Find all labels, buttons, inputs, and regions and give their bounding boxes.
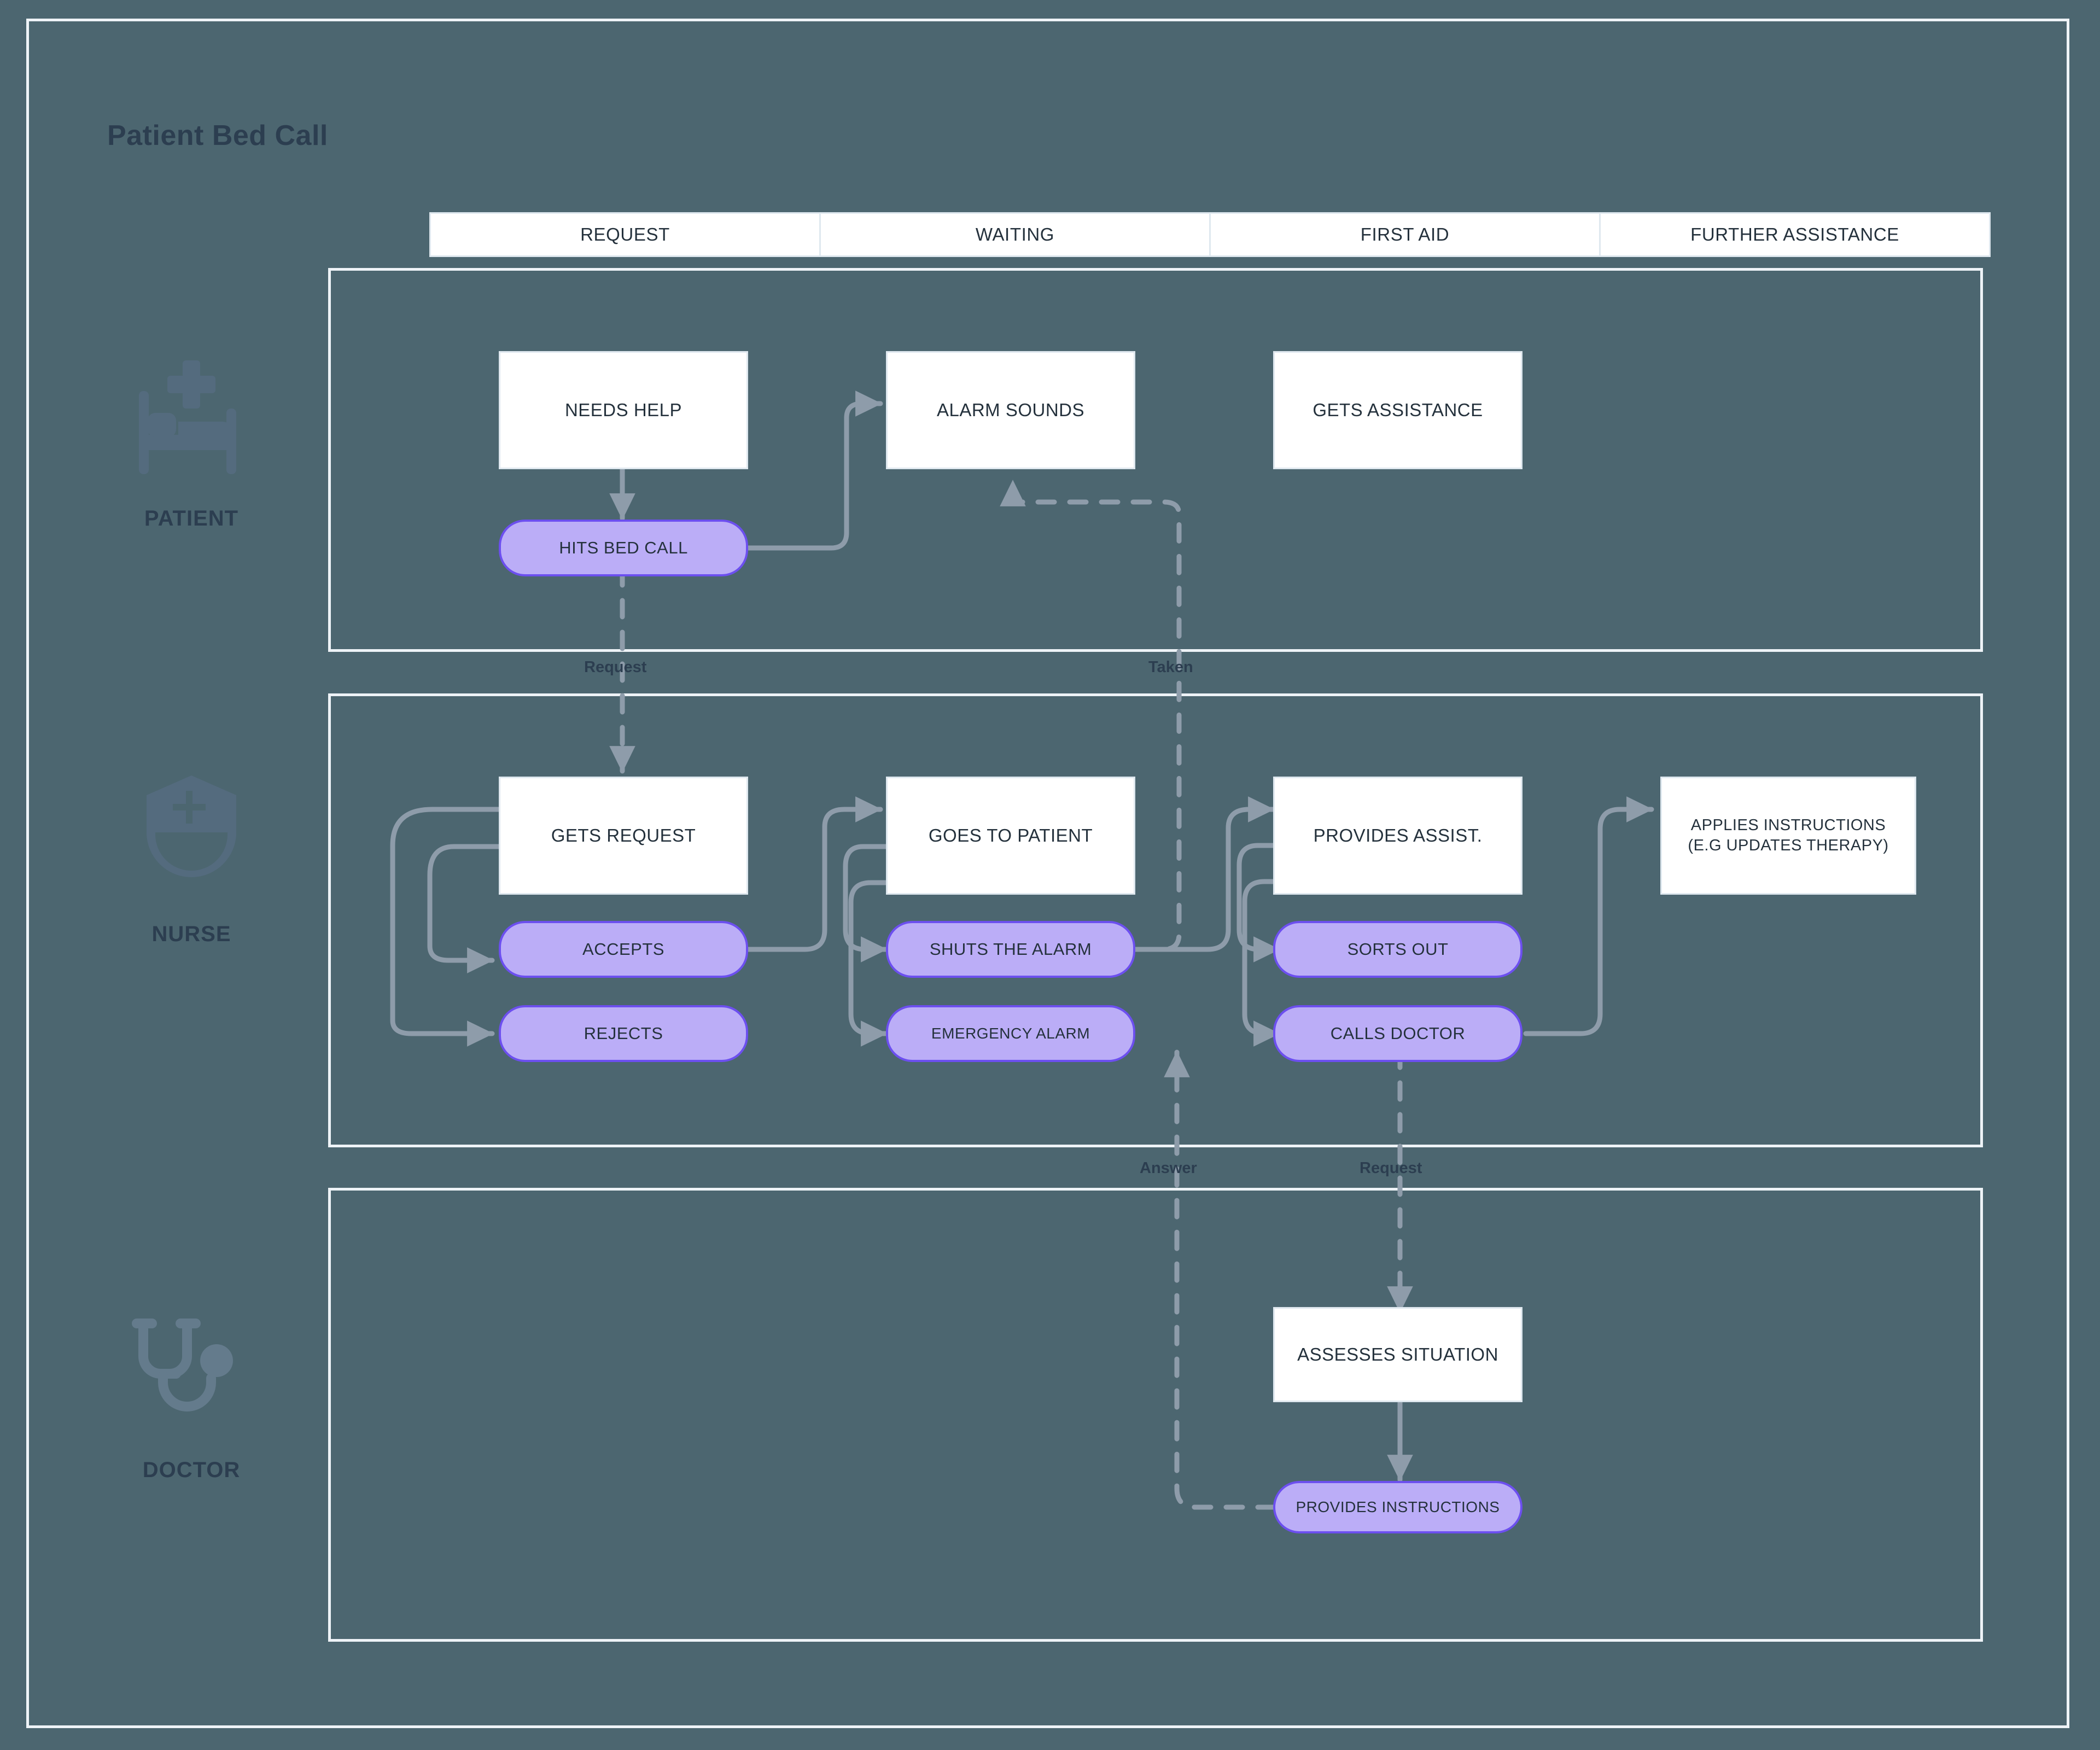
phase-header-request[interactable]: REQUEST <box>431 214 821 255</box>
node-applies-instructions[interactable]: APPLIES INSTRUCTIONS (E.G UPDATES THERAP… <box>1660 777 1916 895</box>
phase-header-further-assistance[interactable]: FURTHER ASSISTANCE <box>1690 224 1899 244</box>
node-alarm-sounds[interactable]: ALARM SOUNDS <box>886 351 1135 469</box>
applies-instructions-line-1: APPLIES INSTRUCTIONS <box>1690 816 1886 834</box>
node-sorts-out[interactable]: SORTS OUT <box>1273 921 1522 978</box>
actor-doctor: DOCTOR <box>77 1302 306 1483</box>
nurse-cap-icon <box>77 766 306 908</box>
actor-label-doctor: DOCTOR <box>142 1458 241 1482</box>
stethoscope-icon <box>77 1302 306 1444</box>
edge-label-taken: Taken <box>1148 658 1193 676</box>
swimlane-nurse <box>328 693 1983 1147</box>
actor-nurse: NURSE <box>77 766 306 947</box>
actor-label-patient: PATIENT <box>144 506 239 530</box>
node-rejects[interactable]: REJECTS <box>499 1005 748 1062</box>
edge-label-answer: Answer <box>1140 1159 1197 1177</box>
hospital-bed-icon <box>77 350 306 492</box>
actor-label-nurse: NURSE <box>151 922 231 946</box>
node-emergency-alarm[interactable]: EMERGENCY ALARM <box>886 1005 1135 1062</box>
swimlane-doctor <box>328 1188 1983 1642</box>
phase-header-first-aid[interactable]: FIRST AID <box>1211 214 1601 255</box>
edge-label-request-nurse-doctor: Request <box>1360 1159 1422 1177</box>
actor-patient: PATIENT <box>77 350 306 531</box>
node-shuts-the-alarm[interactable]: SHUTS THE ALARM <box>886 921 1135 978</box>
edge-label-request-patient-nurse: Request <box>584 658 647 676</box>
node-assesses-situation[interactable]: ASSESSES SITUATION <box>1273 1307 1522 1402</box>
phase-header-waiting[interactable]: WAITING <box>821 214 1211 255</box>
node-gets-assistance[interactable]: GETS ASSISTANCE <box>1273 351 1522 469</box>
node-accepts[interactable]: ACCEPTS <box>499 921 748 978</box>
phase-header-bar: REQUEST WAITING FIRST AID FURTHER ASSIST… <box>429 212 1991 257</box>
page-title: Patient Bed Call <box>107 120 328 151</box>
applies-instructions-line-2: (E.G UPDATES THERAPY) <box>1688 837 1889 854</box>
node-provides-assist[interactable]: PROVIDES ASSIST. <box>1273 777 1522 895</box>
node-provides-instructions[interactable]: PROVIDES INSTRUCTIONS <box>1273 1481 1522 1533</box>
node-hits-bed-call[interactable]: HITS BED CALL <box>499 520 748 576</box>
node-needs-help[interactable]: NEEDS HELP <box>499 351 748 469</box>
node-calls-doctor[interactable]: CALLS DOCTOR <box>1273 1005 1522 1062</box>
node-goes-to-patient[interactable]: GOES TO PATIENT <box>886 777 1135 895</box>
node-gets-request[interactable]: GETS REQUEST <box>499 777 748 895</box>
